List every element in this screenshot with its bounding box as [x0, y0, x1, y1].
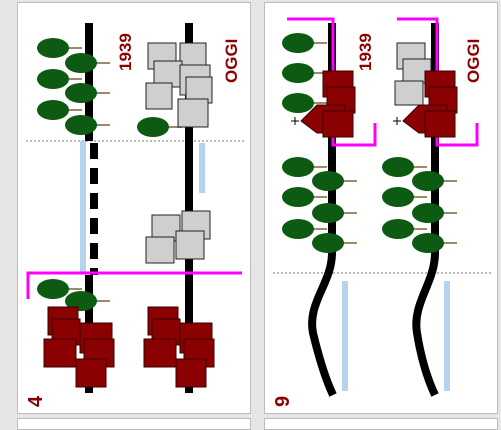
tree	[282, 187, 327, 207]
tree	[282, 63, 327, 83]
road	[308, 23, 337, 397]
panel-4: 1939 OGGI 4	[17, 2, 251, 414]
panel-next-right	[264, 418, 498, 430]
tree	[412, 203, 457, 223]
tree	[137, 117, 182, 137]
boundary-line	[397, 17, 479, 147]
tree	[282, 93, 327, 113]
tree	[65, 53, 110, 73]
boundary-line	[26, 271, 242, 299]
panel-9-diagram: 1939 OGGI 9	[272, 17, 491, 407]
tree	[65, 115, 110, 135]
tree	[282, 33, 327, 53]
river	[444, 281, 450, 391]
building-cluster-red	[402, 70, 458, 138]
river	[80, 141, 86, 273]
tree	[412, 171, 457, 191]
tree	[37, 38, 82, 58]
tree	[37, 279, 82, 299]
river	[199, 143, 205, 193]
panel-next-left	[17, 418, 251, 430]
panel-4-diagram: 1939 OGGI 4	[25, 23, 244, 407]
tree	[282, 219, 327, 239]
river	[342, 281, 348, 391]
tree	[382, 219, 427, 239]
tree	[382, 157, 427, 177]
panel-9: 1939 OGGI 9	[264, 2, 498, 414]
label-1939: 1939	[356, 33, 375, 71]
tree	[65, 83, 110, 103]
tree	[37, 100, 82, 120]
building-cluster-gray	[145, 210, 211, 264]
building-cluster-gray	[145, 42, 213, 128]
church-cross	[393, 117, 401, 125]
label-oggi: OGGI	[464, 39, 483, 83]
building-cluster-red	[43, 306, 115, 388]
tree	[65, 291, 110, 311]
building-cluster-red	[300, 70, 356, 138]
tree	[312, 203, 357, 223]
church-cross	[291, 117, 299, 125]
building-cluster-gray	[394, 42, 432, 106]
tree	[312, 233, 357, 253]
boundary-line	[287, 17, 377, 147]
road	[412, 23, 439, 397]
tree	[412, 233, 457, 253]
panel-number: 9	[272, 396, 294, 407]
label-1939: 1939	[116, 33, 135, 71]
label-oggi: OGGI	[222, 39, 241, 83]
panel-number: 4	[25, 395, 47, 407]
tree	[37, 69, 82, 89]
building-cluster-red	[143, 306, 215, 388]
tree	[312, 171, 357, 191]
tree	[382, 187, 427, 207]
tree	[282, 157, 327, 177]
